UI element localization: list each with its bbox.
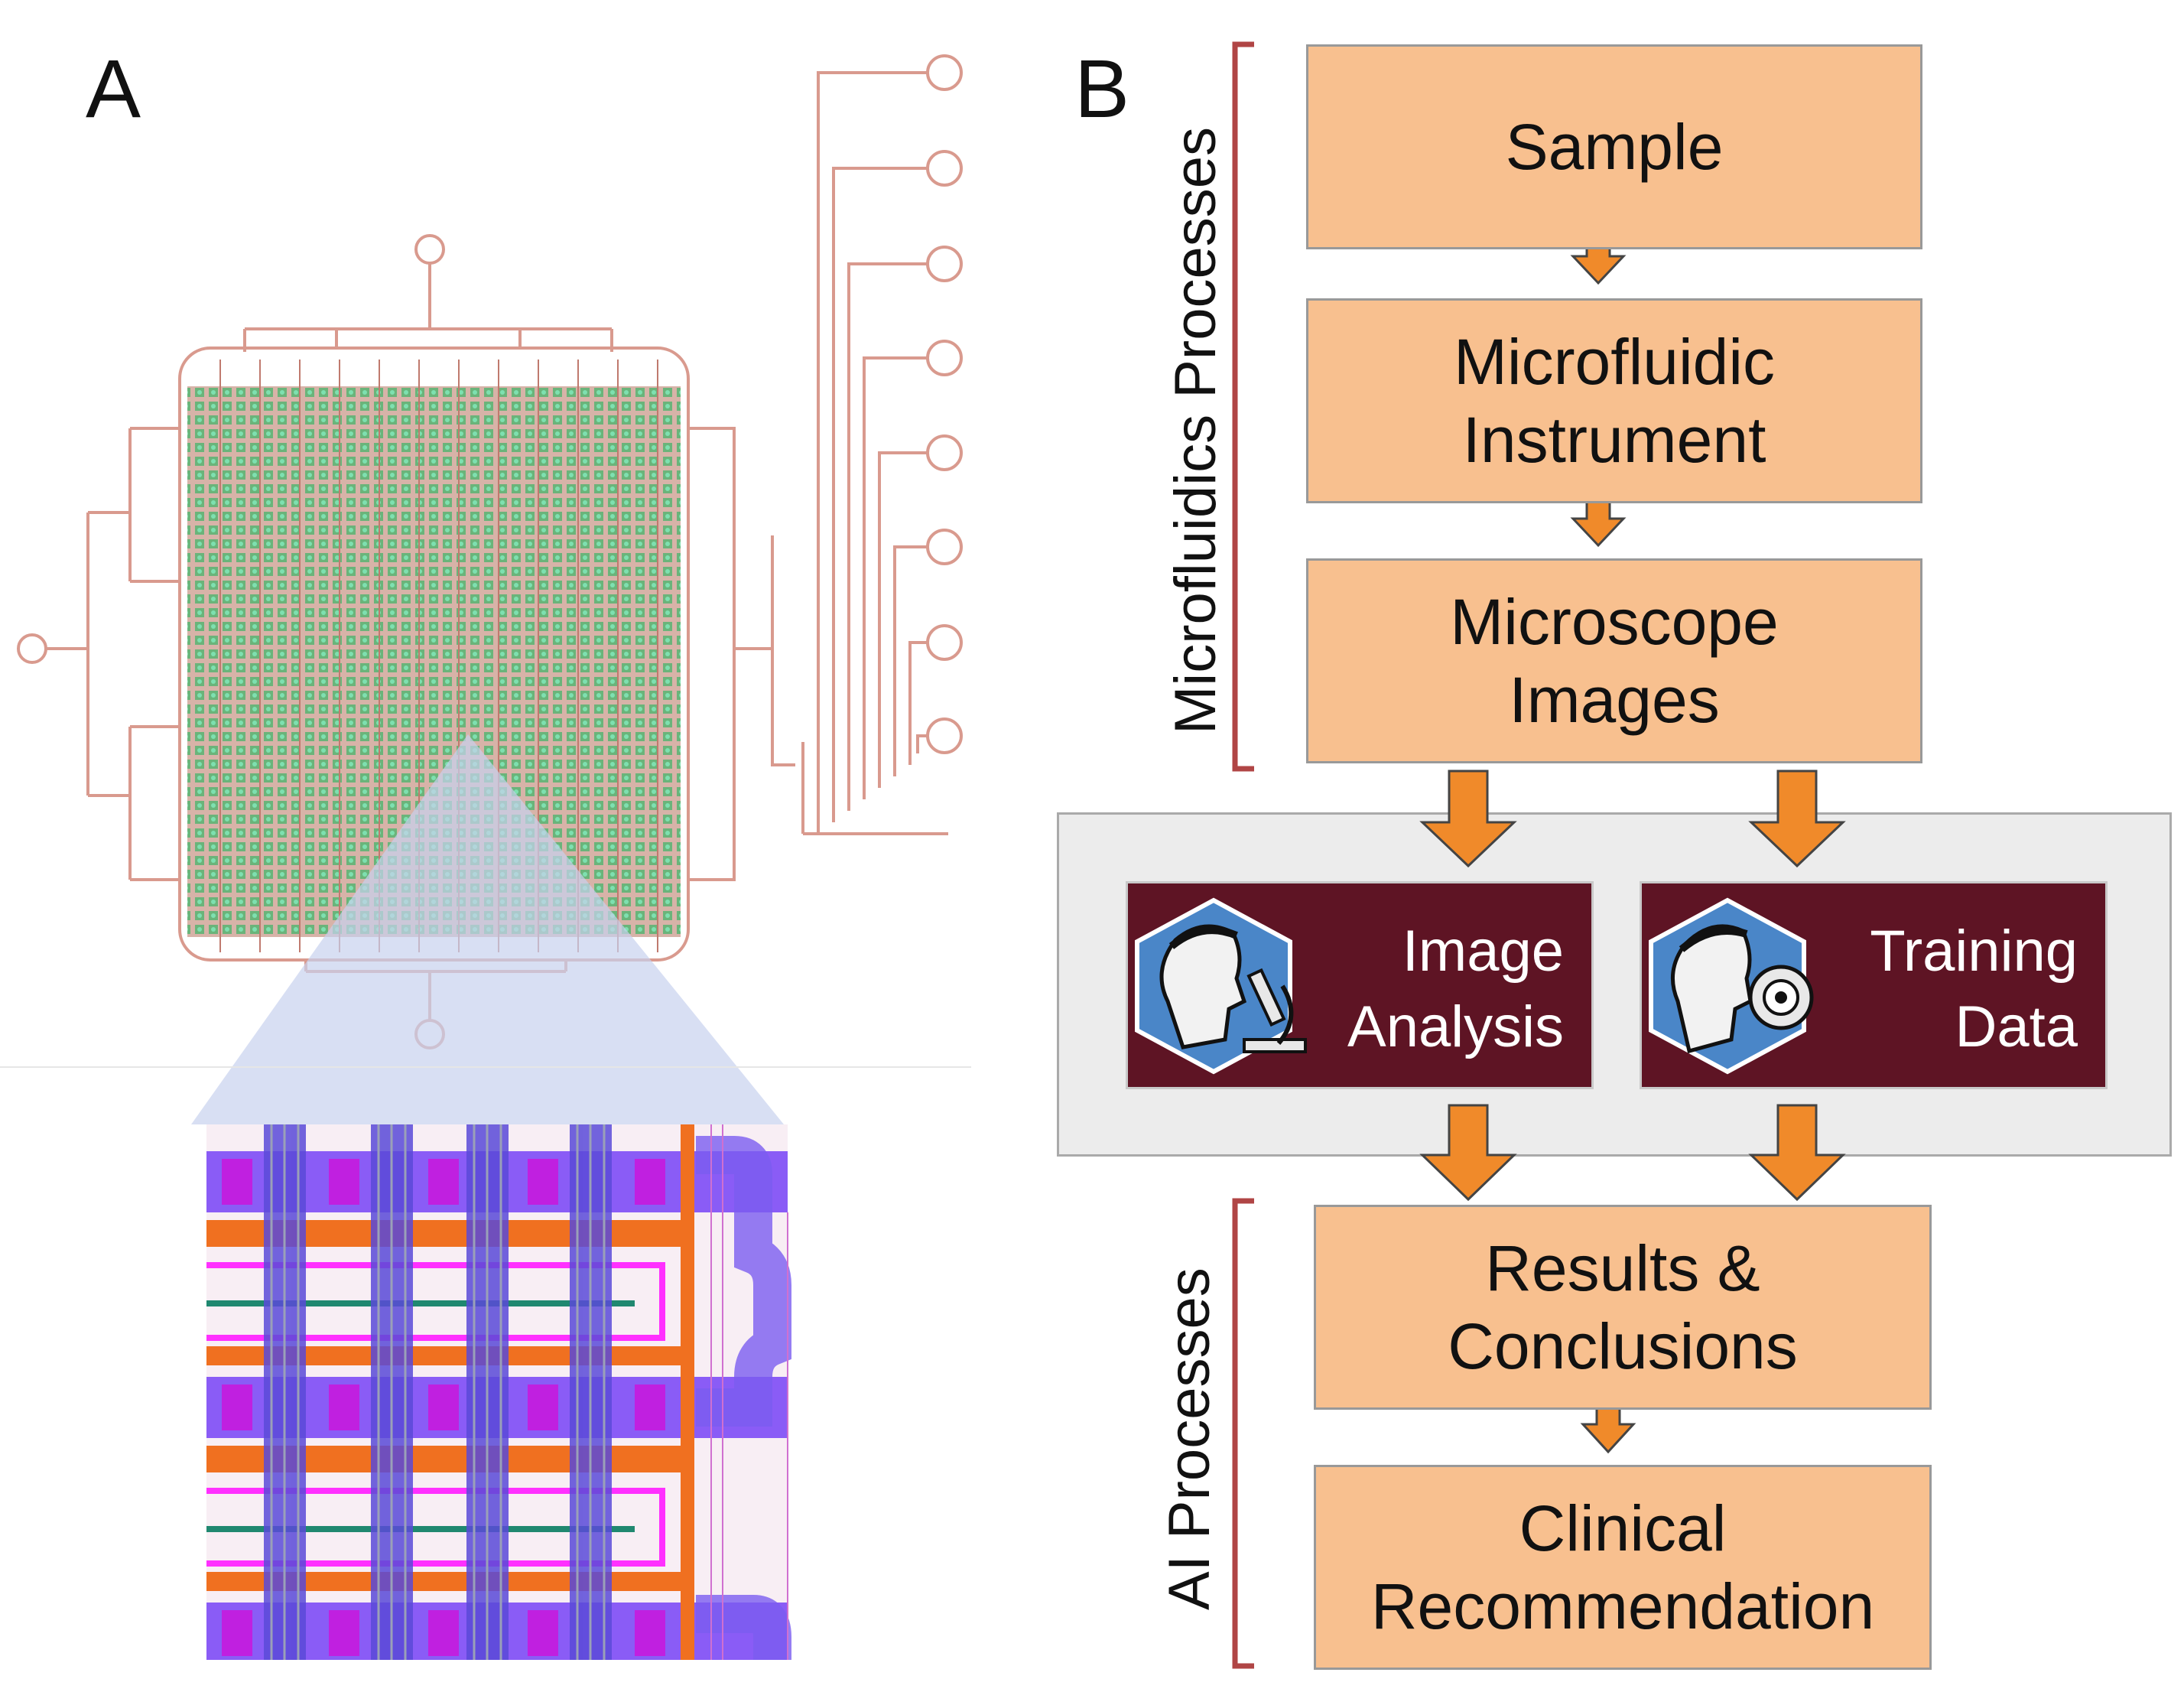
arrow-training-to-results [1748, 1104, 1846, 1202]
panel-label-b: B [1074, 42, 1130, 135]
training-data-line-2: Data [1955, 994, 2078, 1059]
ai-processes-label: AI Processes [1157, 1267, 1222, 1610]
dumbbell-icon [1649, 897, 1814, 1075]
arrow-analysis-to-results [1419, 1104, 1517, 1202]
sample-box: Sample [1306, 44, 1922, 249]
microfluidics-bracket [1232, 41, 1254, 772]
chip-right-branches [688, 427, 795, 881]
results-conclusions-box: Results &Conclusions [1314, 1205, 1932, 1410]
training-data-line-1: Training [1870, 919, 2078, 984]
microscope-icon [1135, 897, 1307, 1075]
control-ports [801, 54, 963, 835]
microfluidic-chip-diagram [0, 54, 971, 1660]
panel-label-a: A [86, 42, 141, 135]
chip-inlet-top [243, 234, 613, 352]
ai-bracket [1232, 1198, 1254, 1669]
zoom-indicator [191, 734, 784, 1124]
arrow-to-image-analysis [1419, 770, 1517, 868]
image-analysis-line-1: Image [1402, 919, 1564, 984]
microfluidics-processes-label: Microfluidics Processes [1163, 127, 1228, 734]
zoomed-valve-layout [206, 1124, 791, 1660]
image-analysis-line-2: Analysis [1347, 994, 1564, 1059]
chip-inlet-left [17, 427, 180, 881]
arrow-to-training-data [1748, 770, 1846, 868]
